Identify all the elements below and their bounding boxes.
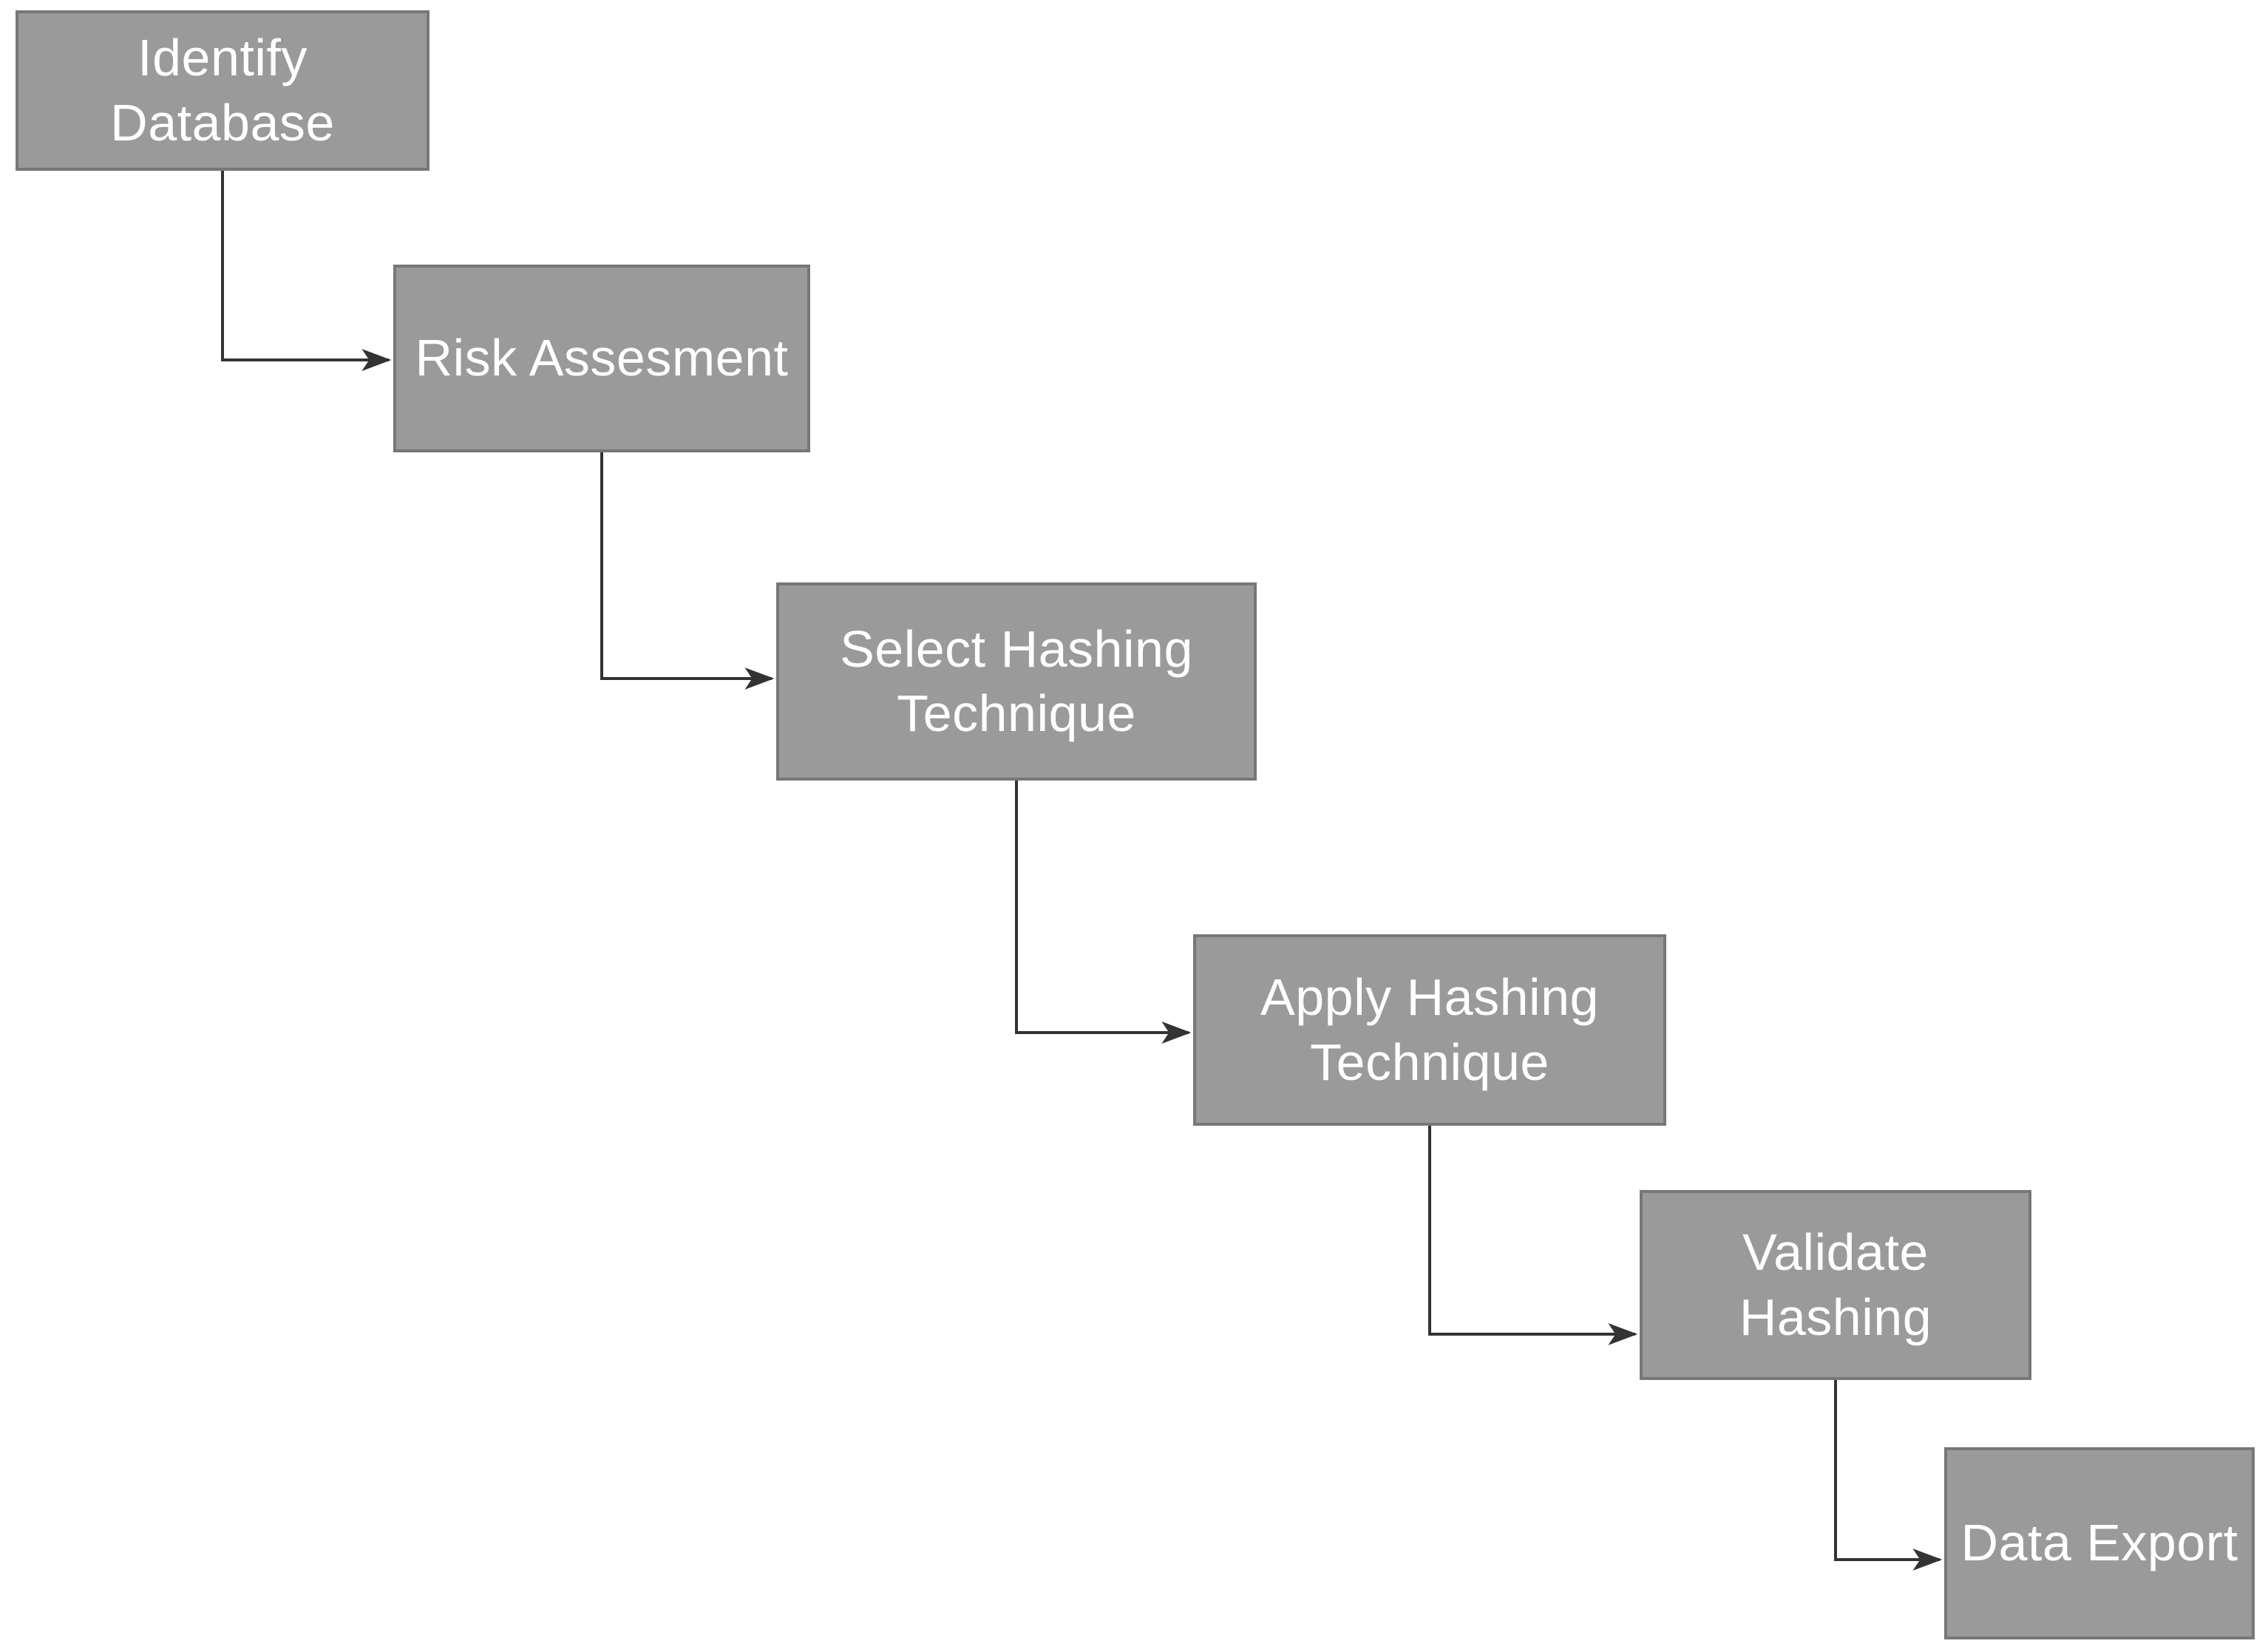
connector-arrow-5 <box>1834 1380 1943 1571</box>
flow-node-validate-hashing: Validate Hashing <box>1640 1190 2031 1380</box>
connector-arrow-3 <box>1015 781 1192 1044</box>
flow-node-apply-hashing-technique: Apply Hashing Technique <box>1193 934 1666 1126</box>
flow-node-label: Data Export <box>1960 1514 2238 1572</box>
flow-node-label: Identify Database <box>110 29 335 152</box>
flow-node-identify-database: Identify Database <box>16 10 430 171</box>
flow-node-select-hashing-technique: Select Hashing Technique <box>776 582 1257 781</box>
flow-node-label: Select Hashing Technique <box>840 619 1193 743</box>
flow-node-risk-assesment: Risk Assesment <box>393 265 810 452</box>
connector-arrow-1 <box>221 171 392 371</box>
flow-node-label: Validate Hashing <box>1739 1223 1932 1346</box>
connector-arrow-4 <box>1428 1126 1638 1345</box>
flow-node-data-export: Data Export <box>1944 1447 2255 1639</box>
flow-node-label: Risk Assesment <box>415 329 789 387</box>
connector-arrow-2 <box>600 452 775 690</box>
flow-node-label: Apply Hashing Technique <box>1260 968 1599 1091</box>
